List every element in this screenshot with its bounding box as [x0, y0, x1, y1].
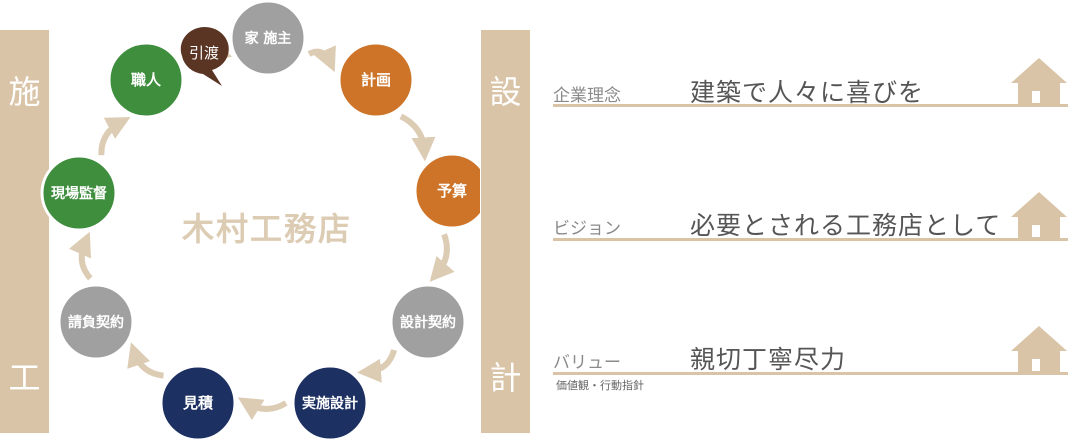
cycle-node-circle	[337, 41, 415, 119]
cycle-node-label: 予算	[437, 182, 467, 200]
house-icon	[1011, 326, 1067, 373]
cycle-node-circle	[57, 283, 135, 361]
cycle-arrow	[307, 45, 336, 73]
cycle-node: 家 施主	[229, 0, 307, 77]
cycle-node: 設計契約	[389, 283, 467, 361]
cycle-node-label: 現場監督	[51, 185, 107, 202]
row-label-value: バリュー	[553, 353, 621, 373]
right-sidebar-bottom-char: 計	[489, 359, 522, 397]
cycle-node-label: 請負契約	[68, 314, 124, 331]
cycle-arrow	[399, 113, 436, 162]
cycle-node-label: 設計契約	[400, 314, 456, 331]
row-value-value: 親切丁寧尽力	[690, 345, 847, 374]
cycle-node-circle	[389, 283, 467, 361]
cycle-node-circle	[229, 0, 307, 77]
row-divider-vision	[553, 238, 1068, 241]
cycle-node-circle	[291, 364, 369, 442]
cycle-node-label: 家 施主	[245, 30, 292, 47]
row-label-philosophy: 企業理念	[553, 86, 621, 106]
cycle-node: 請負契約	[57, 283, 135, 361]
cycle-arrow	[127, 342, 164, 379]
cycle-arrow	[237, 397, 288, 421]
row-divider-value	[553, 372, 1068, 375]
cycle-node: 実施設計	[291, 364, 369, 442]
house-icon	[1011, 192, 1067, 239]
callout-bubble	[180, 27, 229, 86]
cycle-node-label: 実施設計	[302, 395, 358, 412]
row-sub-value: 価値観・行動指針	[556, 379, 644, 392]
cycle-node: 計画	[337, 41, 415, 119]
cycle-arrow	[357, 349, 397, 383]
cycle-node-circle	[159, 364, 237, 442]
row-value-vision: 必要とされる工務店として	[690, 211, 1002, 240]
cycle-node: 予算	[413, 152, 480, 230]
cycle-node-circle	[40, 154, 118, 232]
cycle-node-circle	[413, 152, 480, 230]
cycle-arrow	[429, 233, 455, 282]
row-label-vision: ビジョン	[553, 219, 621, 239]
cycle-node: 見積	[159, 364, 237, 442]
left-sidebar-bottom-char: 工	[8, 359, 41, 397]
cycle-node: 職人	[107, 41, 185, 119]
callout-text: 引渡	[189, 44, 219, 62]
cycle-node-label: 見積	[182, 394, 214, 412]
right-sidebar-top-char: 設	[489, 73, 522, 111]
house-icon	[1011, 58, 1067, 105]
cycle-node-label: 計画	[361, 71, 391, 89]
cycle-arrow	[69, 231, 93, 281]
cycle-node: 現場監督	[40, 154, 118, 232]
right-sidebar-bar: 設 計	[481, 30, 530, 433]
row-value-philosophy: 建築で人々に喜びを	[690, 78, 925, 107]
row-divider-philosophy	[553, 104, 1068, 107]
left-sidebar-bar: 施 工	[0, 30, 49, 433]
cycle-arrow	[98, 117, 131, 156]
left-sidebar-top-char: 施	[8, 73, 41, 111]
cycle-node-circle	[107, 41, 185, 119]
handover-callout: 引渡	[180, 27, 229, 86]
center-company-logo: 木村工務店	[181, 210, 352, 248]
cycle-node-label: 職人	[131, 71, 162, 89]
